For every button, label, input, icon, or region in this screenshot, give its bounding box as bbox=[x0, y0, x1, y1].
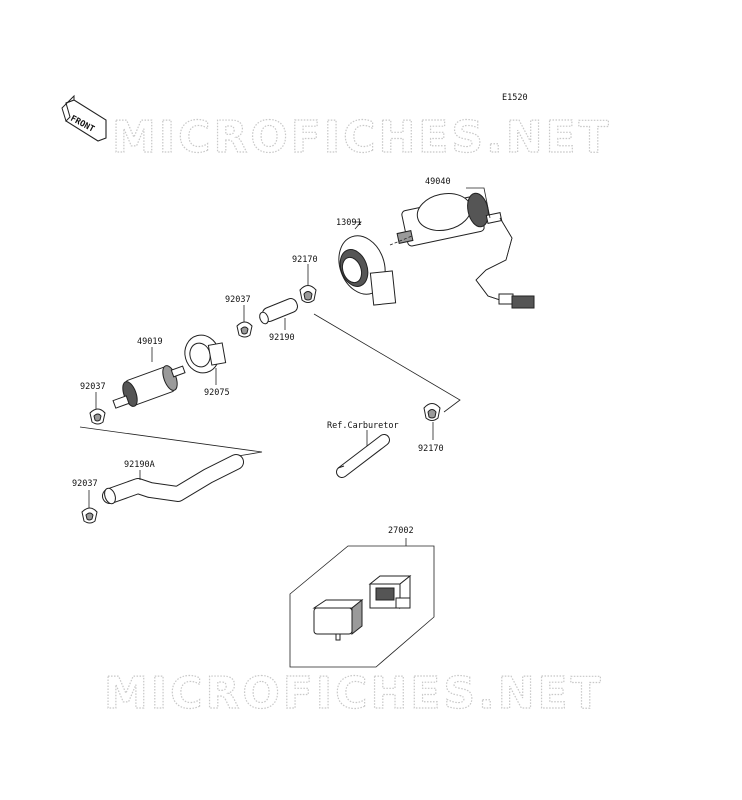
part-label-92037-left: 92037 bbox=[80, 382, 106, 392]
part-label-92170-top: 92170 bbox=[292, 255, 318, 265]
part-label-49040: 49040 bbox=[425, 177, 451, 187]
part-label-49019: 49019 bbox=[137, 337, 163, 347]
connector-housing bbox=[368, 574, 412, 610]
hose-92190 bbox=[259, 298, 299, 325]
front-arrow-icon: FRONT bbox=[61, 94, 107, 142]
part-label-92190A: 92190A bbox=[124, 460, 155, 470]
clamp-92037-left bbox=[89, 408, 106, 425]
part-label-92037-mid: 92037 bbox=[225, 295, 251, 305]
connector-kit-frame bbox=[289, 545, 435, 668]
clamp-92170-right bbox=[423, 403, 441, 421]
ref-carburetor-label: Ref.Carburetor bbox=[327, 421, 399, 431]
clamp-92037-bottom bbox=[81, 507, 98, 524]
part-label-13091: 13091 bbox=[336, 218, 362, 228]
bracket-13091 bbox=[338, 235, 397, 306]
connector-cap bbox=[312, 598, 364, 641]
fuel-filter-49019 bbox=[112, 365, 186, 409]
fuel-pump-49040 bbox=[396, 192, 535, 309]
part-label-27002: 27002 bbox=[388, 526, 414, 536]
part-label-92190: 92190 bbox=[269, 333, 295, 343]
watermark-top: MICROFICHES.NET bbox=[112, 112, 612, 163]
part-label-92075: 92075 bbox=[204, 388, 230, 398]
carburetor-hose bbox=[336, 434, 390, 478]
clamp-92170-top bbox=[299, 285, 317, 303]
part-label-92170-right: 92170 bbox=[418, 444, 444, 454]
part-label-92037-bottom: 92037 bbox=[72, 479, 98, 489]
hose-92190A bbox=[102, 454, 244, 505]
band-92075 bbox=[184, 334, 227, 374]
clamp-92037-mid bbox=[236, 321, 253, 338]
diagram-code: E1520 bbox=[502, 93, 528, 103]
watermark-bottom: MICROFICHES.NET bbox=[104, 668, 604, 719]
